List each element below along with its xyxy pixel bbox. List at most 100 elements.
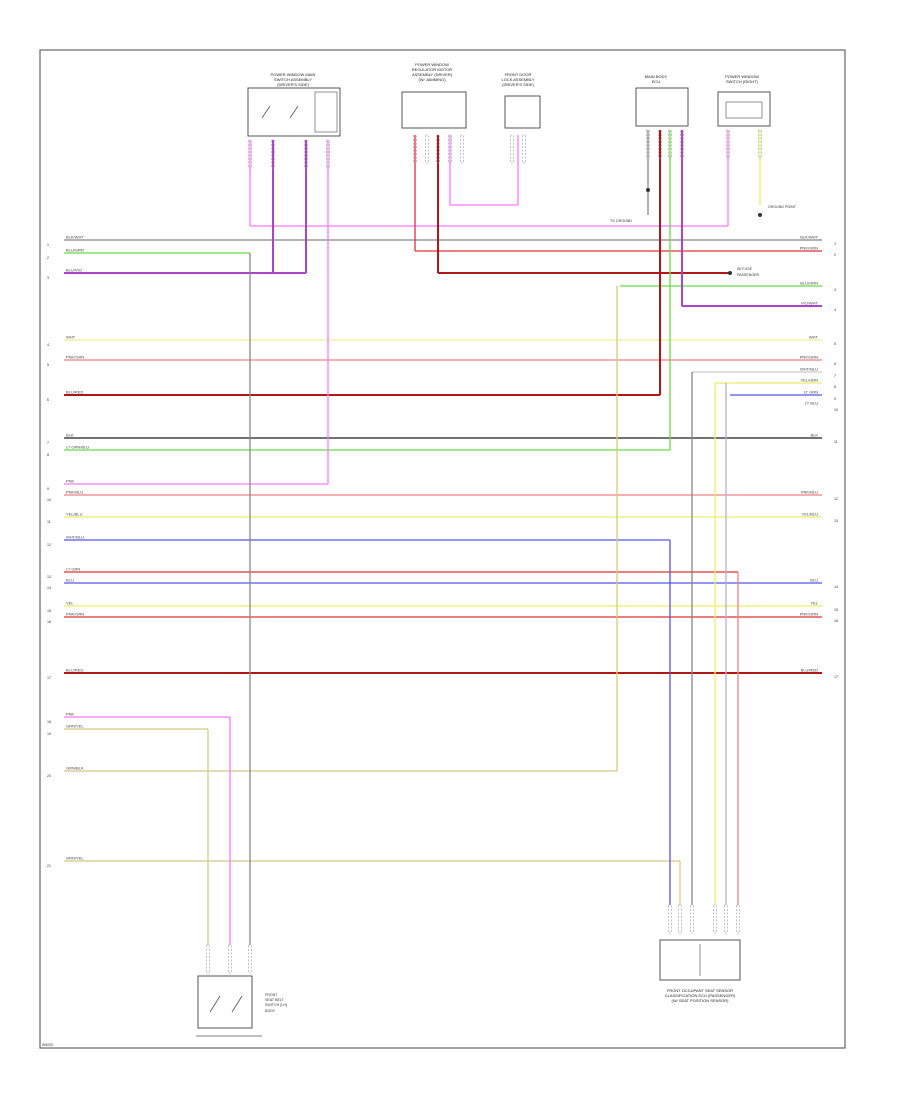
- svg-text:MAIN BODY: MAIN BODY: [645, 74, 668, 79]
- wire-pin-right: 4: [834, 308, 836, 312]
- svg-text:LOCK ASSEMBLY: LOCK ASSEMBLY: [501, 77, 534, 82]
- wire-code-left: ORN/YEL: [66, 856, 84, 861]
- wire-code-left: BLU/VIO: [66, 268, 82, 273]
- right-wire-labels: BLK/WHT1PNK/GRN2BLU/GRN3VIO/WHT4WHT5PNK/…: [800, 235, 838, 680]
- wire-pin-left: 13: [47, 575, 51, 579]
- connector-pin: [758, 129, 762, 159]
- front-seat-belt-switch: FRONT SEAT BELT SWITCH (LH): [196, 975, 287, 1037]
- connector-pin: [271, 139, 275, 169]
- wire-code-left: BLK/WHT: [66, 235, 84, 240]
- connector-pin: [413, 134, 417, 164]
- connector-pin: [248, 944, 252, 974]
- wire-code-right: LT BLU: [805, 401, 818, 406]
- wire-pin-right: 9: [834, 397, 836, 401]
- wire-pin-left: 11: [47, 520, 51, 524]
- wire-code-left: PNK: [66, 479, 75, 484]
- wire-code-right: YEL/BLU: [802, 512, 819, 517]
- ground-dot: [758, 213, 762, 217]
- svg-text:FRONT OCCUPANT SEAT SENSOR: FRONT OCCUPANT SEAT SENSOR: [667, 988, 733, 993]
- wire-pin-right: 13: [834, 519, 838, 523]
- svg-text:GROUND POINT: GROUND POINT: [768, 205, 797, 209]
- wire-pin-right: 2: [834, 253, 836, 257]
- wire-code-right: PNK/GRN: [800, 246, 818, 251]
- wire-code-right: BLU/RED: [801, 668, 818, 673]
- svg-text:W/ FUSE: W/ FUSE: [737, 267, 753, 271]
- svg-text:ASSEMBLY (DRIVER): ASSEMBLY (DRIVER): [412, 72, 453, 77]
- connector-pin: [326, 139, 330, 169]
- wire-pin-right: 16: [834, 619, 838, 623]
- wire-pin-right: 3: [834, 288, 836, 292]
- wire-pin-right: 14: [834, 585, 838, 589]
- svg-text:(DRIVER'S SIDE): (DRIVER'S SIDE): [502, 82, 534, 87]
- wire-code-left: LT GRN/BLU: [66, 445, 89, 450]
- svg-text:FRONT DOOR: FRONT DOOR: [505, 72, 532, 77]
- connector-pin: [206, 944, 210, 974]
- wire-code-left: BLU/RED: [66, 390, 83, 395]
- svg-text:TO GROUND: TO GROUND: [610, 219, 632, 223]
- wire-code-right: BLU/GRN: [800, 281, 818, 286]
- main-body-ecu: MAIN BODY ECU: [635, 74, 689, 127]
- svg-text:SEAT BELT: SEAT BELT: [265, 998, 285, 1002]
- wire-group: [64, 130, 822, 945]
- wire-pin-right: 11: [834, 440, 838, 444]
- wire-pin-left: 4: [47, 343, 49, 347]
- front-door-lock-assembly: FRONT DOOR LOCK ASSEMBLY (DRIVER'S SIDE): [501, 72, 541, 129]
- wire-code-left: WHT/BLU: [66, 535, 84, 540]
- svg-text:CLASSIFICATION ECU (PASSENGER): CLASSIFICATION ECU (PASSENGER): [665, 993, 736, 998]
- connector-pin: [248, 139, 252, 169]
- wire-pin-left: 7: [47, 441, 49, 445]
- wire-code-right: VIO/WHT: [801, 301, 819, 306]
- connector-pin: [668, 129, 672, 159]
- wire-code-left: PNK/BLU: [66, 490, 83, 495]
- wire-pin-right: 15: [834, 608, 838, 612]
- connector-pin: [726, 129, 730, 159]
- wire-pin-left: 6: [47, 398, 49, 402]
- wire-pin-left: 19: [47, 732, 51, 736]
- wire-pin-right: 5: [834, 342, 836, 346]
- diagram-frame: [39, 49, 846, 1049]
- comp-label-line: (DRIVER'S SIDE): [277, 82, 309, 87]
- wire-pin-left: 3: [47, 276, 49, 280]
- connector-pin: [448, 134, 452, 164]
- svg-text:POWER WINDOW: POWER WINDOW: [725, 74, 759, 79]
- wire-pin-right: 8: [834, 385, 836, 389]
- footer-code: W4002: [42, 1043, 53, 1047]
- wire-code-right: BLK: [810, 433, 818, 438]
- wire-pin-left: 14: [47, 586, 51, 590]
- wire-code-left: YEL: [66, 601, 74, 606]
- wire-pin-left: 10: [47, 498, 51, 502]
- wire-pin-left: 15: [47, 609, 51, 613]
- ground-dot: [728, 271, 732, 275]
- comp-label-line: POWER WINDOW MAIN: [271, 72, 316, 77]
- svg-text:FRONT: FRONT: [265, 993, 278, 997]
- svg-text:REGULATOR MOTOR: REGULATOR MOTOR: [412, 67, 453, 72]
- power-window-main-switch: POWER WINDOW MAIN SWITCH ASSEMBLY (DRIVE…: [247, 72, 341, 137]
- connector-pin: [680, 129, 684, 159]
- connector-pin: [724, 904, 728, 934]
- wire-pin-left: 16: [47, 620, 51, 624]
- connector-pin: [522, 134, 526, 164]
- svg-text:SWITCH (RIGHT): SWITCH (RIGHT): [726, 79, 759, 84]
- wire-pin-left: 5: [47, 363, 49, 367]
- svg-text:PASSENGER: PASSENGER: [737, 273, 760, 277]
- wire-code-left: GRN/YEL: [66, 724, 84, 729]
- connector-pins: [206, 129, 762, 974]
- wire-pin-right: 17: [834, 675, 838, 679]
- comp-label-line: SWITCH ASSEMBLY: [274, 77, 312, 82]
- wire-code-right: BLU: [810, 578, 818, 583]
- wire-pin-left: 12: [47, 543, 51, 547]
- front-occupant-seat-sensor: FRONT OCCUPANT SEAT SENSOR CLASSIFICATIO…: [659, 939, 741, 1003]
- wire-code-right: PNK/BLU: [801, 490, 818, 495]
- wire-pin-left: 18: [47, 720, 51, 724]
- wire-code-left: BLK: [66, 433, 74, 438]
- wire-pin-left: 2: [47, 256, 49, 260]
- connector-pin: [425, 134, 429, 164]
- connector-pin: [678, 904, 682, 934]
- wire-pin-right: 7: [834, 374, 836, 378]
- svg-text:SWITCH (LH): SWITCH (LH): [265, 1003, 287, 1007]
- connector-pin: [668, 904, 672, 934]
- wire-code-right: YEL: [810, 601, 818, 606]
- wire-pin-right: 1: [834, 242, 836, 246]
- connector-pin: [510, 134, 514, 164]
- wire-code-left: LT GRN: [66, 567, 80, 572]
